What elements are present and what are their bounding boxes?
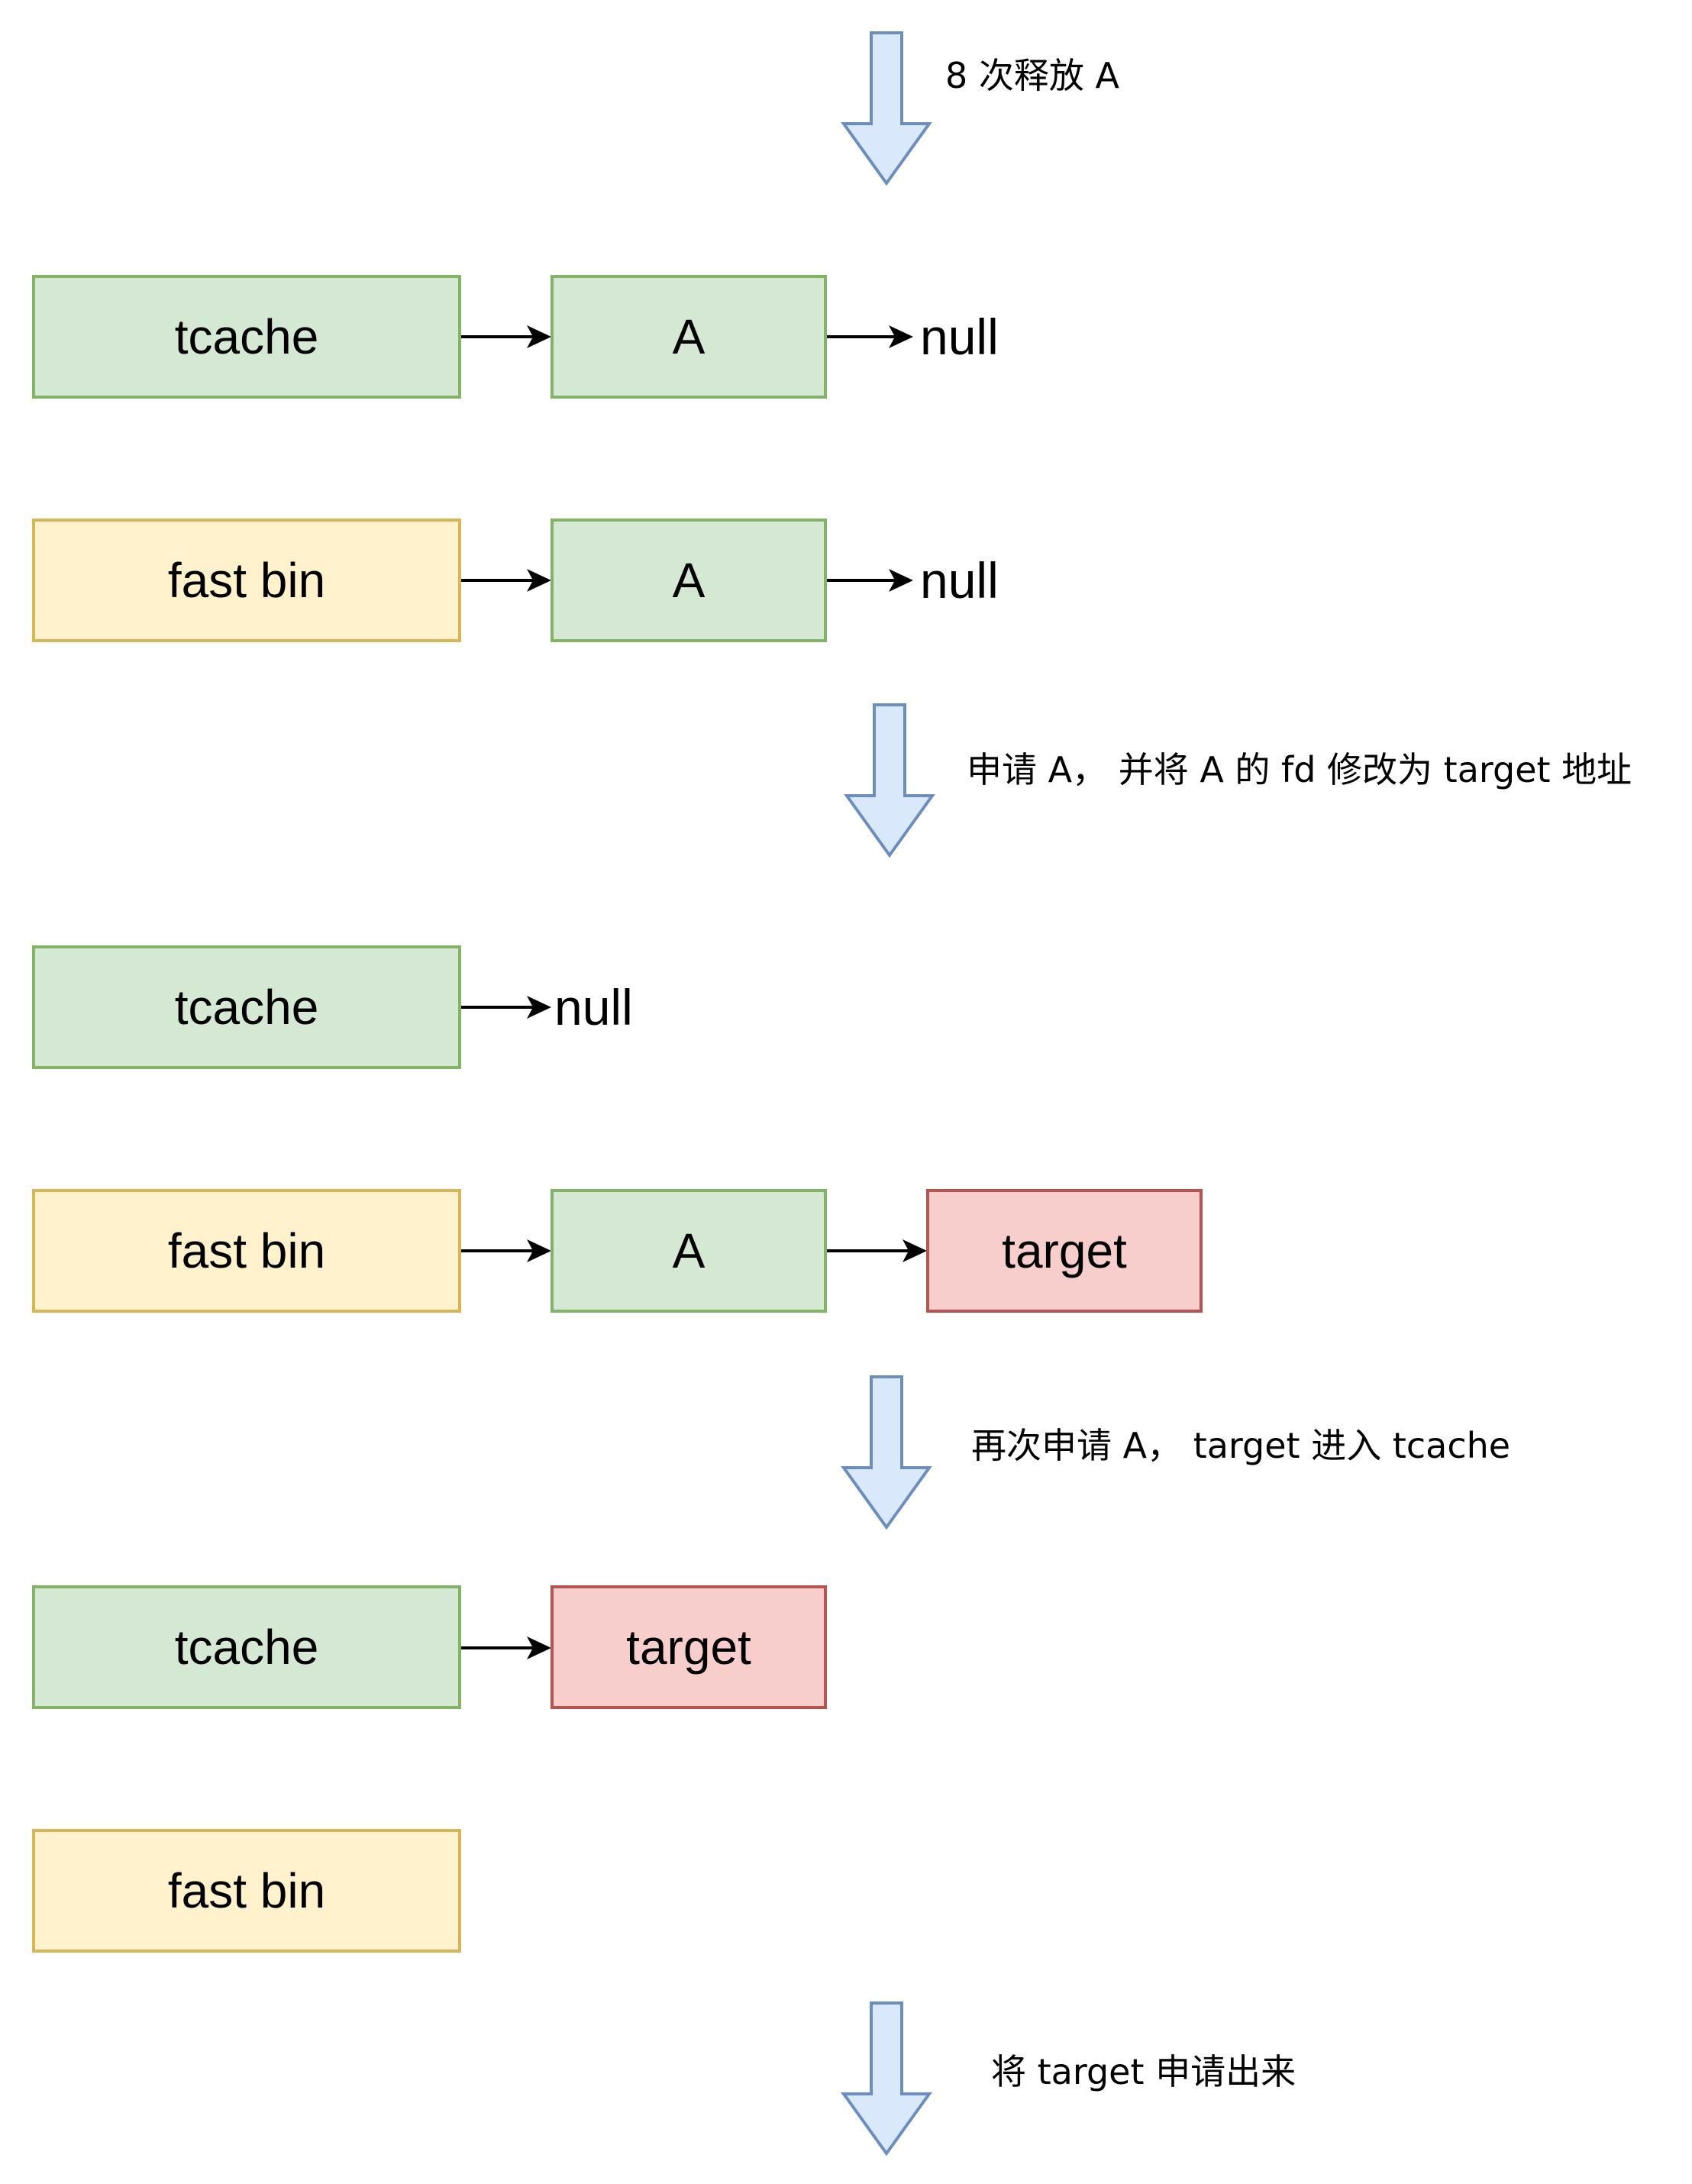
target-box: target (926, 1189, 1203, 1313)
step-arrow-2 (844, 703, 935, 858)
arrowhead (527, 1636, 551, 1659)
target-box: target (551, 1585, 827, 1709)
fastbin-box: fast bin (32, 1189, 461, 1313)
step-1-label: 8 次释放 A (945, 55, 1119, 96)
arrowhead (903, 1239, 927, 1262)
step-arrow-1 (841, 31, 932, 186)
step-arrow-4 (841, 2001, 932, 2157)
chunk-a-box: A (551, 519, 827, 642)
step-3-label: 再次申请 A， target 进入 tcache (971, 1425, 1511, 1466)
fastbin-box: fast bin (32, 1829, 461, 1953)
step-arrow-3 (841, 1375, 932, 1530)
null-label: null (920, 309, 999, 365)
tcache-box: tcache (32, 945, 461, 1069)
arrowhead (527, 325, 551, 348)
arrowhead (527, 996, 551, 1019)
step-2-label: 申请 A， 并将 A 的 fd 修改为 target 地址 (967, 749, 1632, 790)
chunk-a-box: A (551, 275, 827, 399)
arrowhead (889, 569, 913, 592)
chunk-a-box: A (551, 1189, 827, 1313)
arrowhead (527, 1239, 551, 1262)
tcache-box: tcache (32, 1585, 461, 1709)
step-4-label: 将 target 申请出来 (991, 2051, 1296, 2092)
null-label: null (554, 979, 633, 1035)
tcache-box: tcache (32, 275, 461, 399)
arrowhead (527, 569, 551, 592)
arrowhead (889, 325, 913, 348)
null-label: null (920, 552, 999, 609)
fastbin-box: fast bin (32, 519, 461, 642)
